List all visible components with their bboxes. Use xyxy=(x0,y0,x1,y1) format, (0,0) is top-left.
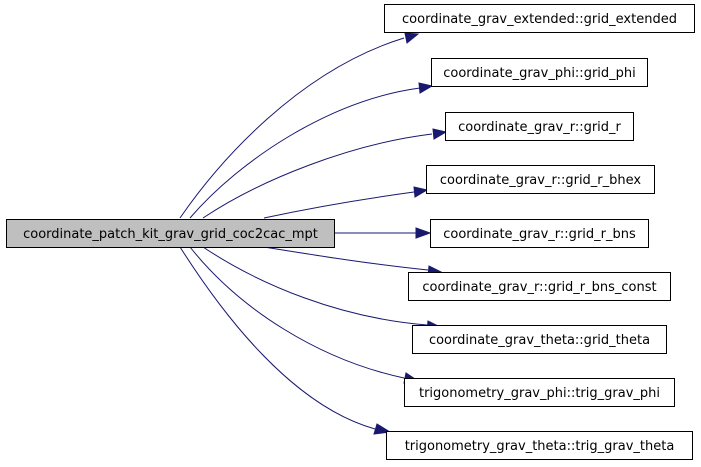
callee-label: coordinate_grav_extended::grid_extended xyxy=(402,12,677,27)
edge-arrow-c2 xyxy=(418,82,434,94)
callee-node-trig-grav-phi[interactable]: trigonometry_grav_phi::trig_grav_phi xyxy=(404,378,675,407)
callee-label: trigonometry_grav_phi::trig_grav_phi xyxy=(419,386,660,401)
callee-node-grid-theta[interactable]: coordinate_grav_theta::grid_theta xyxy=(412,325,667,354)
edge-root-c2 xyxy=(189,87,421,219)
callee-node-grid-r[interactable]: coordinate_grav_r::grid_r xyxy=(445,112,634,141)
edge-root-c7 xyxy=(202,246,428,326)
edge-root-c3 xyxy=(202,133,433,219)
edge-root-c6 xyxy=(263,246,429,271)
edge-arrow-c1 xyxy=(404,32,420,44)
callee-node-grid-r-bns-const[interactable]: coordinate_grav_r::grid_r_bns_const xyxy=(408,272,671,301)
edge-root-c9 xyxy=(179,246,376,430)
edge-arrow-c4 xyxy=(413,186,429,198)
callee-node-grid-phi[interactable]: coordinate_grav_phi::grid_phi xyxy=(431,58,648,87)
callee-node-trig-grav-theta[interactable]: trigonometry_grav_theta::trig_grav_theta xyxy=(386,431,693,460)
root-node-label: coordinate_patch_kit_grav_grid_coc2cac_m… xyxy=(23,227,318,242)
edge-arrow-c5 xyxy=(415,227,432,239)
edge-root-c8 xyxy=(189,246,405,379)
callee-label: coordinate_grav_r::grid_r_bns_const xyxy=(422,280,656,295)
callee-label: trigonometry_grav_theta::trig_grav_theta xyxy=(405,439,675,454)
callee-label: coordinate_grav_r::grid_r_bns xyxy=(443,227,636,242)
callee-label: coordinate_grav_r::grid_r xyxy=(458,120,621,135)
edge-arrow-c3 xyxy=(432,128,448,140)
edge-root-c4 xyxy=(263,191,415,219)
callee-node-grid-r-bns[interactable]: coordinate_grav_r::grid_r_bns xyxy=(430,219,649,248)
root-node[interactable]: coordinate_patch_kit_grav_grid_coc2cac_m… xyxy=(6,219,335,248)
callee-node-grid-extended[interactable]: coordinate_grav_extended::grid_extended xyxy=(384,4,695,33)
callee-label: coordinate_grav_r::grid_r_bhex xyxy=(440,173,642,188)
edge-root-c1 xyxy=(179,37,405,219)
callee-label: coordinate_grav_phi::grid_phi xyxy=(443,66,636,81)
callee-node-grid-r-bhex[interactable]: coordinate_grav_r::grid_r_bhex xyxy=(426,165,655,194)
callee-label: coordinate_grav_theta::grid_theta xyxy=(429,333,650,348)
